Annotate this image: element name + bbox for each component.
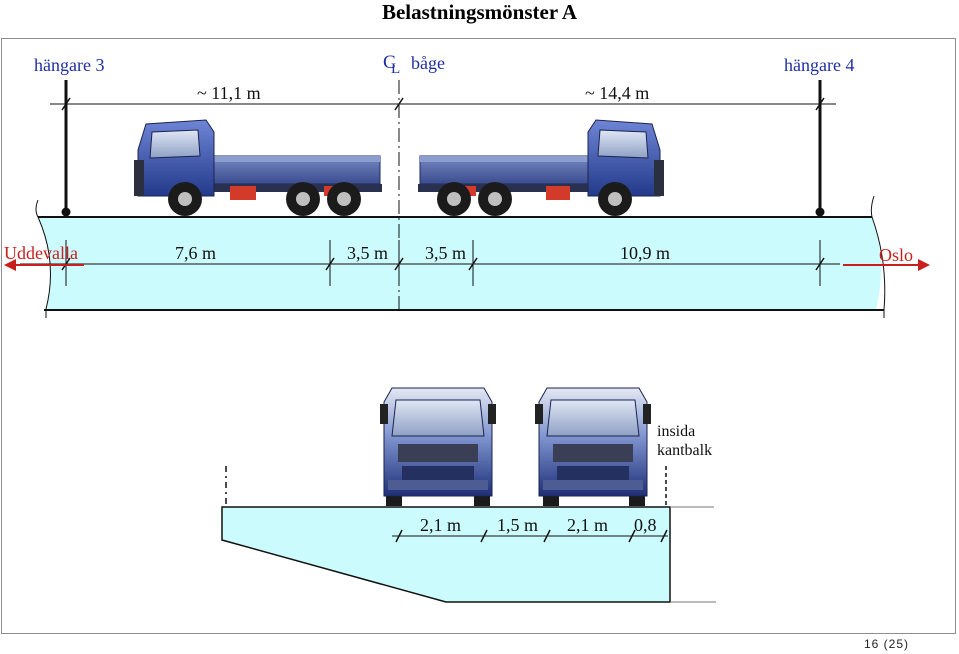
diagram-frame <box>1 38 956 634</box>
direction-label-oslo: Oslo <box>879 245 914 265</box>
deck-dimension-line <box>20 240 840 286</box>
hanger-3 <box>61 80 71 217</box>
centerline-symbol: C <box>383 52 396 73</box>
hanger-3-label: hängare 3 <box>34 55 105 75</box>
deck-dim-label-3: 3,5 m <box>425 243 467 263</box>
hanger-4 <box>815 80 825 217</box>
top-dim-label-2: ~ 14,4 m <box>585 83 650 103</box>
page-number: 16 (25) <box>863 637 909 651</box>
truck-side-right <box>418 119 664 216</box>
edge-beam-label-line2: kantbalk <box>657 442 713 459</box>
diagram-title: Belastningsmönster A <box>381 0 578 24</box>
deck-dim-label-1: 7,6 m <box>175 243 217 263</box>
section-dimension-line <box>392 529 668 543</box>
truck-side-left <box>134 119 382 216</box>
cross-section-deck <box>221 506 716 603</box>
hanger-4-label: hängare 4 <box>784 55 855 75</box>
section-dim-label-3: 2,1 m <box>567 515 609 535</box>
top-dimension-line <box>50 97 836 111</box>
top-dim-label-1: ~ 11,1 m <box>197 83 261 103</box>
truck-front-left <box>380 387 496 506</box>
direction-arrow-right <box>843 259 930 271</box>
deck-dim-label-2: 3,5 m <box>347 243 389 263</box>
truck-front-right <box>535 387 651 506</box>
section-dim-label-1: 2,1 m <box>420 515 462 535</box>
arch-label: båge <box>411 53 445 73</box>
centerline-subscript: L <box>391 61 401 77</box>
direction-arrow-left <box>4 259 84 271</box>
bridge-deck <box>35 195 886 318</box>
deck-dim-label-4: 10,9 m <box>620 243 671 263</box>
section-dim-label-4: 0,8 <box>634 515 657 535</box>
section-dim-label-2: 1,5 m <box>497 515 539 535</box>
direction-label-uddevalla: Uddevalla <box>4 243 78 263</box>
edge-beam-label-line1: insida <box>657 423 696 440</box>
